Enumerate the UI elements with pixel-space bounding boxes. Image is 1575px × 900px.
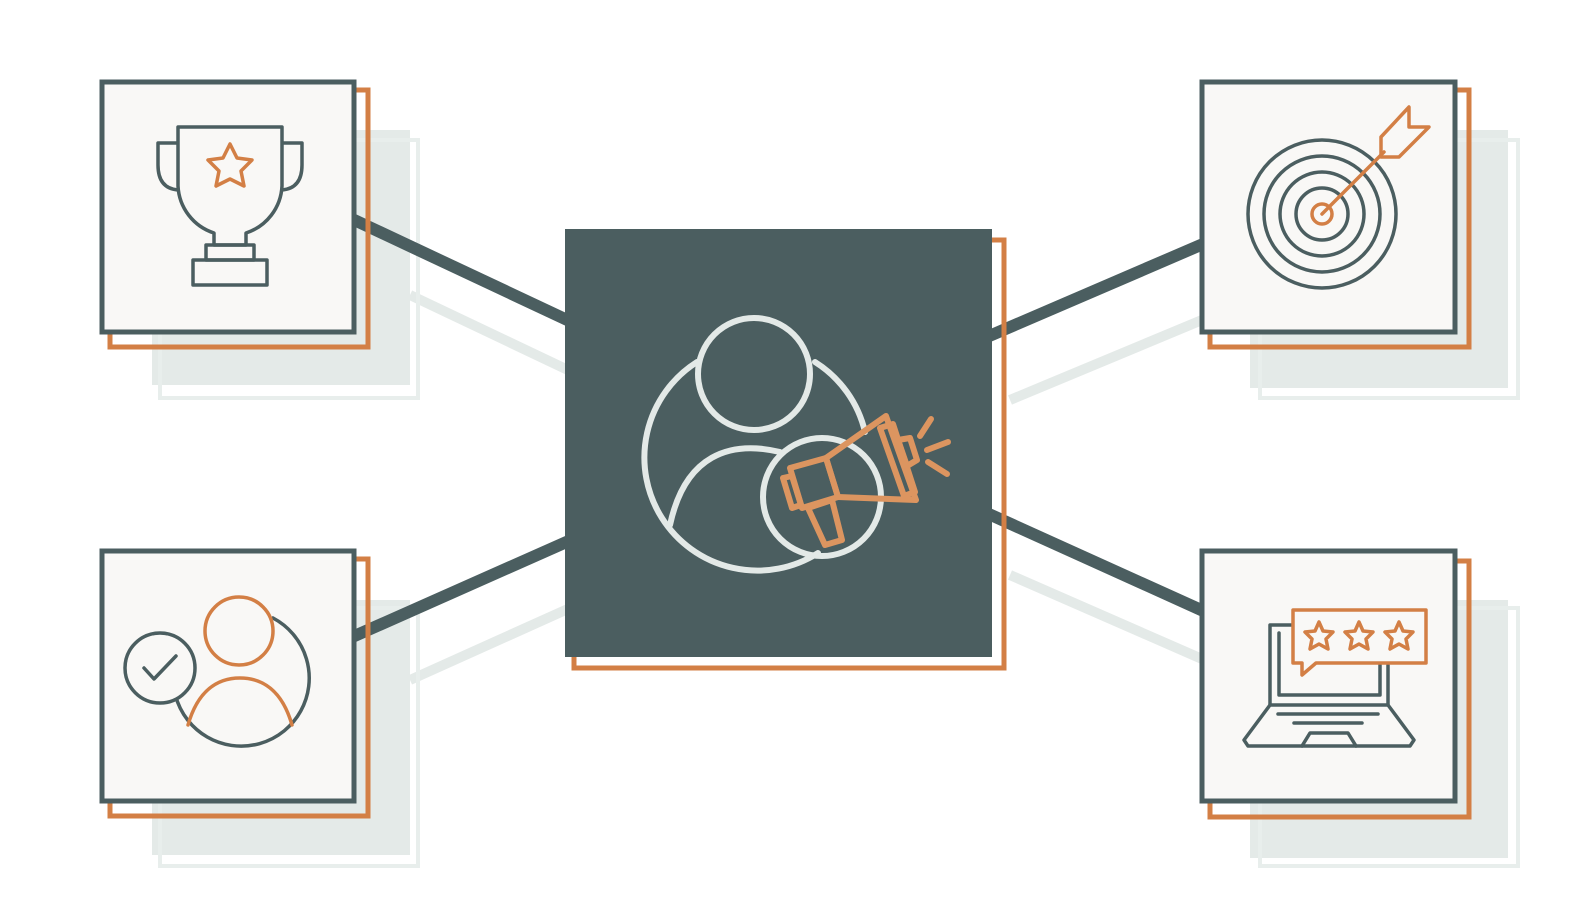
center-node [565, 229, 1007, 671]
card-top-left [99, 79, 371, 350]
connector-bottom-right [977, 504, 1213, 620]
connector-top-right [977, 235, 1213, 346]
card-bottom-left [99, 548, 371, 819]
person-megaphone-icon [641, 315, 951, 574]
card-top-right [1199, 79, 1472, 350]
laptop-star-review-icon [1242, 608, 1428, 748]
connector-bottom-left [347, 530, 583, 644]
connector-top-left [347, 212, 583, 332]
connectors [347, 212, 1213, 644]
trophy-star-icon [156, 125, 304, 287]
verified-user-icon [123, 595, 311, 748]
card-bottom-right [1199, 548, 1472, 820]
target-arrow-icon [1246, 105, 1431, 290]
